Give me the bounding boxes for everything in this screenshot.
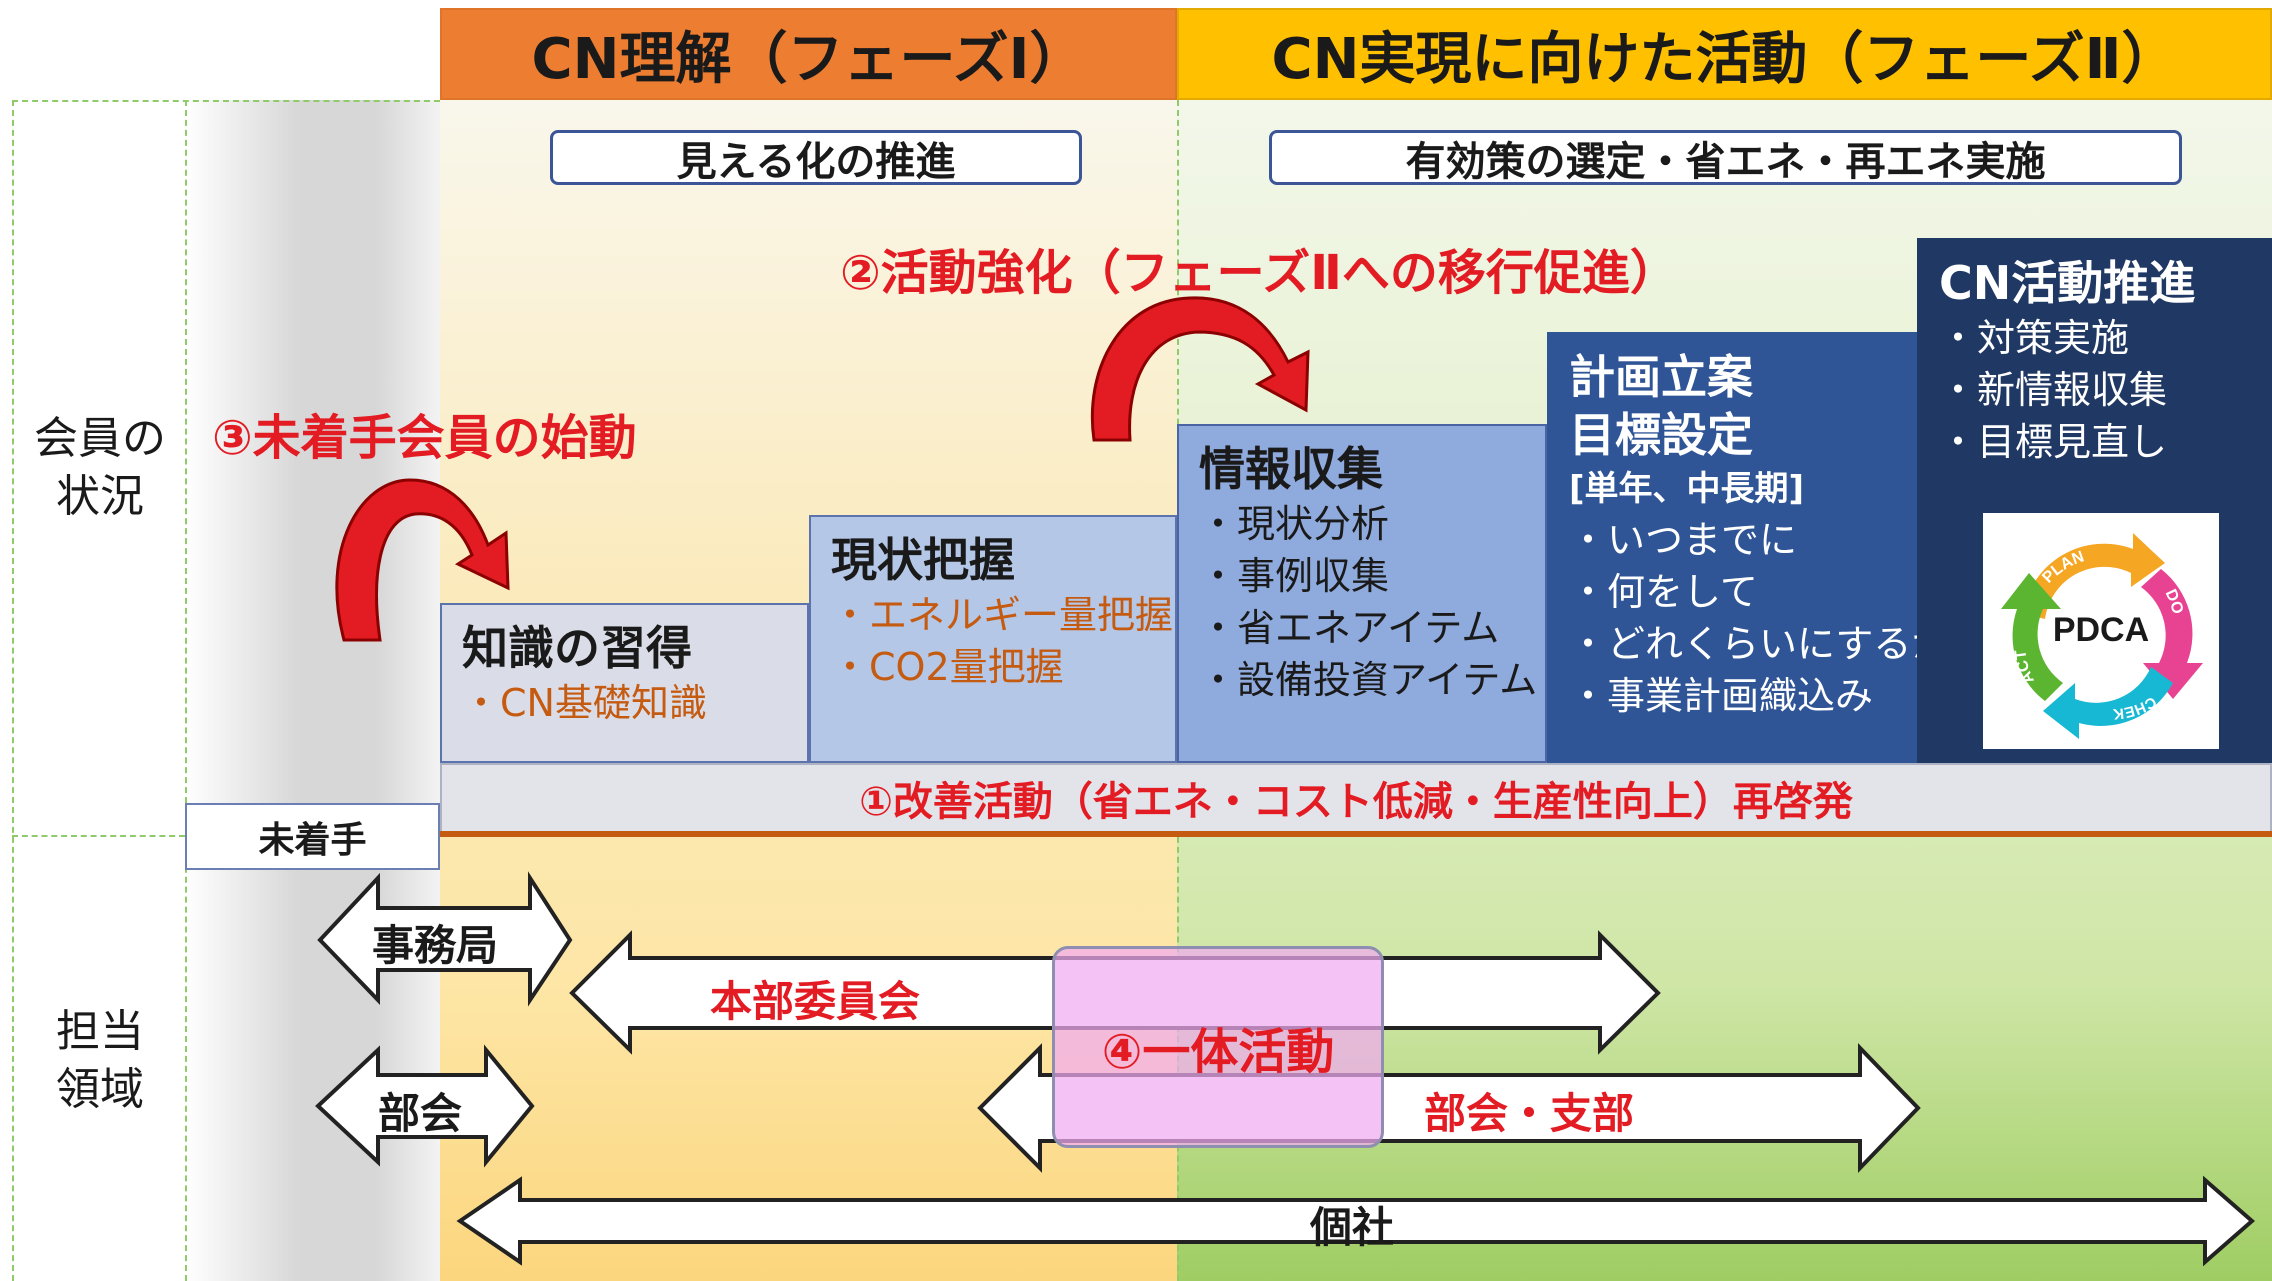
improvement-activity-bar: ①改善活動（省エネ・コスト低減・生産性向上）再啓発: [440, 763, 2272, 833]
step-info-gathering-item: ・現状分析: [1199, 502, 1390, 546]
step-planning-title-2: 目標設定: [1569, 408, 1753, 462]
member-status-label-line2: 状況: [56, 471, 144, 522]
not-started-box: 未着手: [185, 803, 440, 870]
company-label: 個社: [1310, 1203, 1395, 1252]
responsibility-area-label-line1: 担当: [56, 1006, 144, 1057]
step-info-gathering-item: ・設備投資アイテム: [1199, 658, 1538, 702]
step-knowledge: 知識の習得 ・CN基礎知識: [440, 603, 809, 763]
step-cn-promotion-item: ・対策実施: [1939, 316, 2130, 360]
step-cn-promotion-title: CN活動推進: [1939, 256, 2196, 310]
step-current-status-item: ・エネルギー量把握: [831, 593, 1174, 637]
step-info-gathering: 情報収集 ・現状分析 ・事例収集 ・省エネアイテム ・設備投資アイテム: [1177, 424, 1547, 763]
step-info-gathering-item: ・省エネアイテム: [1199, 606, 1500, 650]
measures-subheader: 有効策の選定・省エネ・再エネ実施: [1269, 130, 2182, 185]
unity-activity-label: ④一体活動: [1101, 1024, 1335, 1080]
unity-activity-box: ④一体活動: [1052, 946, 1384, 1148]
responsibility-area-label: 担当 領域: [20, 1003, 180, 1119]
subcommittee-branch-label: 部会・支部: [1424, 1089, 1635, 1138]
member-status-label-line1: 会員の: [34, 413, 166, 464]
step-current-status-title: 現状把握: [831, 533, 1015, 587]
step-planning-item: ・事業計画織込み: [1569, 674, 1874, 718]
step-info-gathering-item: ・事例収集: [1199, 554, 1390, 598]
step-planning-item: ・どれくらいにするか: [1569, 622, 1950, 666]
step-cn-promotion-item: ・新情報収集: [1939, 368, 2168, 412]
visualization-subheader: 見える化の推進: [550, 130, 1082, 185]
step-knowledge-item: ・CN基礎知識: [462, 681, 707, 725]
responsibility-area-label-line2: 領域: [56, 1064, 144, 1115]
start-unstarted-label: ③未着手会員の始動: [212, 410, 637, 466]
step-planning-item: ・何をして: [1569, 570, 1758, 614]
grid-line-row-divider: [12, 835, 185, 837]
phase2-header: CN実現に向けた活動（フェーズⅡ）: [1177, 8, 2272, 100]
step-planning-item: ・いつまでに: [1569, 518, 1798, 562]
pdca-cycle-icon: PLAN DO CHEK ACT PDCA: [2001, 533, 2203, 739]
step-cn-promotion-item: ・目標見直し: [1939, 420, 2168, 464]
step-current-status-item: ・CO2量把握: [831, 645, 1064, 689]
member-status-label: 会員の 状況: [20, 410, 180, 526]
hq-committee-label: 本部委員会: [710, 977, 921, 1026]
phase1-header: CN理解（フェーズⅠ）: [440, 8, 1177, 100]
grid-line-top: [12, 100, 440, 102]
step-knowledge-title: 知識の習得: [462, 621, 692, 675]
curved-arrow-icon-start: [335, 478, 510, 642]
step-planning-title: 計画立案: [1569, 350, 1753, 404]
step-planning: 計画立案 目標設定 [単年、中長期] ・いつまでに ・何をして ・どれくらいにす…: [1547, 332, 1950, 763]
pdca-cycle: PLAN DO CHEK ACT PDCA: [1983, 513, 2219, 749]
grid-line-left: [12, 100, 14, 1281]
step-info-gathering-title: 情報収集: [1199, 442, 1383, 496]
step-current-status: 現状把握 ・エネルギー量把握 ・CO2量把握: [809, 515, 1177, 763]
orange-divider-line: [440, 831, 2272, 837]
subcommittee-label: 部会: [378, 1089, 463, 1138]
grid-line-label-column: [185, 100, 187, 1281]
step-planning-note: [単年、中長期]: [1569, 469, 1805, 509]
pdca-center-label: PDCA: [2053, 611, 2149, 649]
secretariat-label: 事務局: [372, 921, 499, 970]
curved-arrow-icon-strengthen: [1090, 296, 1310, 442]
activity-strengthen-label: ②活動強化（フェーズⅡへの移行促進）: [840, 245, 1678, 301]
